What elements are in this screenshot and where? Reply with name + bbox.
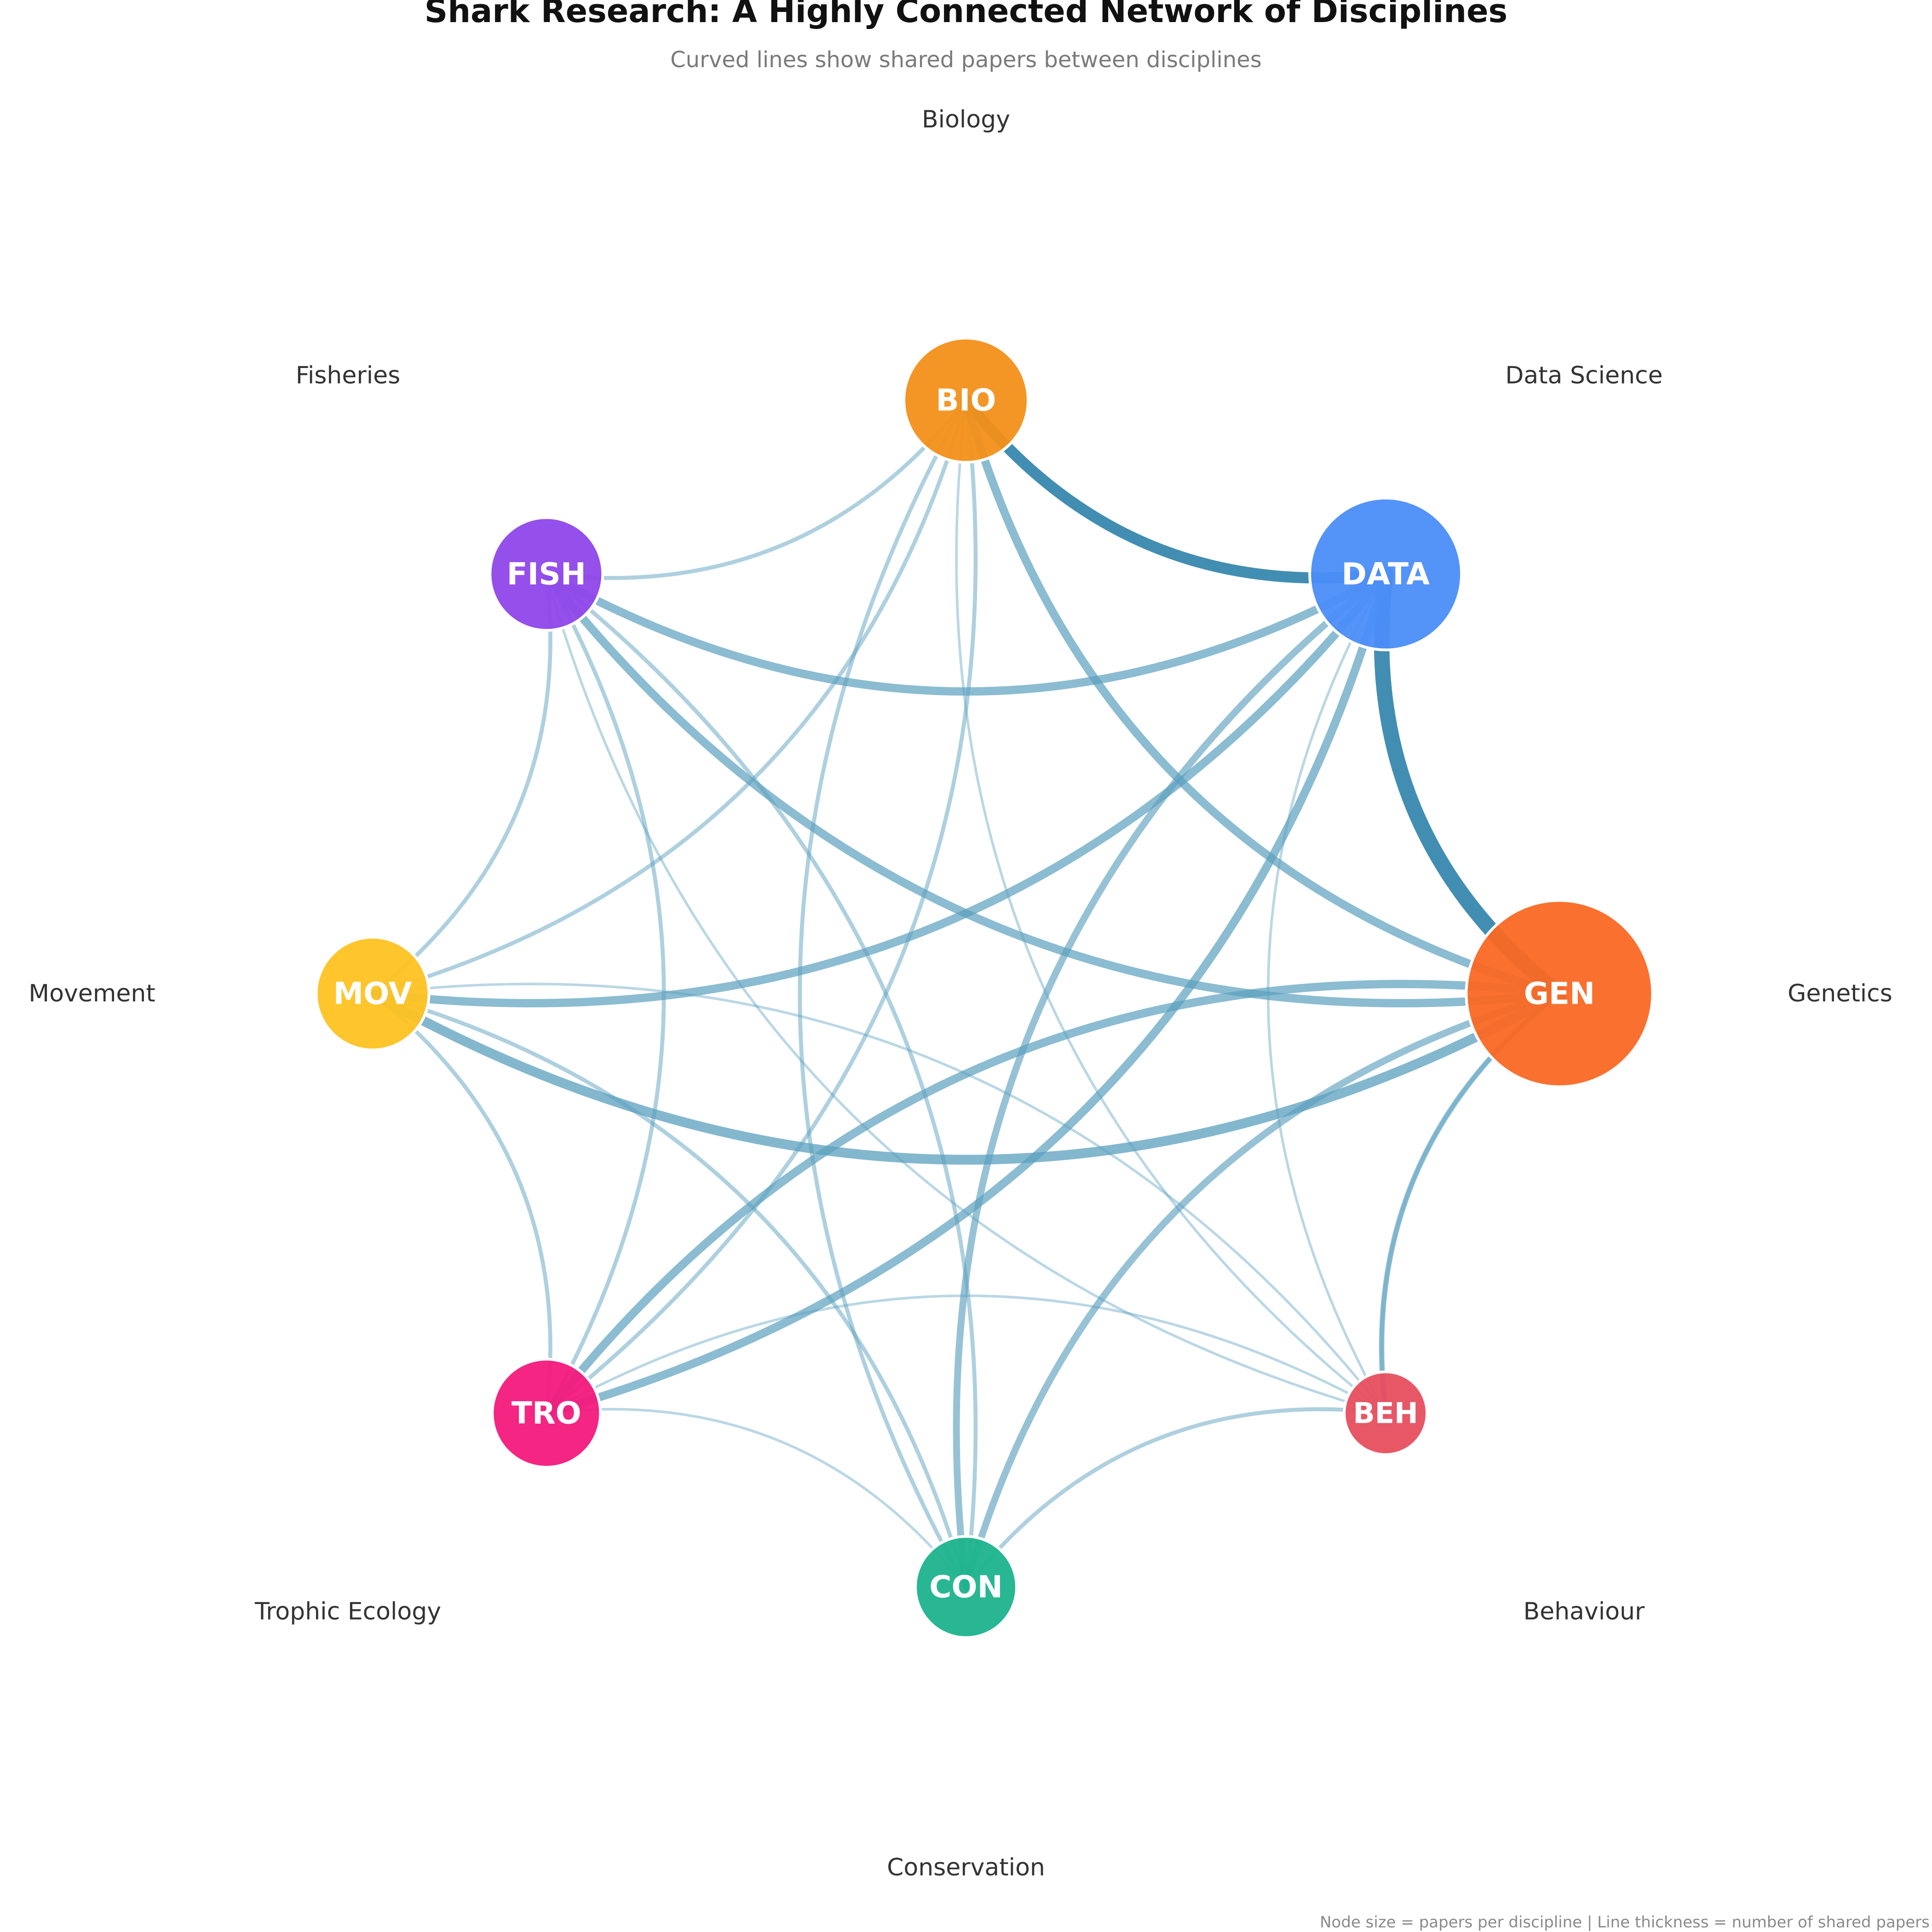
node-label-fish: FISH <box>507 556 586 592</box>
node-circle-fish <box>489 516 604 632</box>
edge-con-data <box>953 570 1389 1591</box>
node-circle-beh <box>1343 1370 1429 1456</box>
node-label-beh: BEH <box>1353 1397 1418 1430</box>
discipline-label-genetics: Genetics <box>1788 980 1892 1007</box>
edge-mov-beh <box>371 983 1387 1414</box>
node-circle-gen <box>1465 899 1654 1088</box>
edge-mov-con <box>370 991 968 1589</box>
node-label-con: CON <box>929 1570 1003 1605</box>
node-bio: BIO <box>903 337 1029 464</box>
edge-fish-con <box>544 572 978 1589</box>
edge-tro-gen <box>542 980 1564 1418</box>
discipline-label-trophic-ecology: Trophic Ecology <box>254 1598 441 1626</box>
edge-tro-con <box>545 1408 967 1588</box>
node-con: CON <box>914 1535 1018 1639</box>
edge-mov-data <box>368 569 1390 1007</box>
edge-con-beh <box>964 1407 1388 1589</box>
nodes-layer: BIO DATA GEN BEH CON TRO MOV FISH <box>315 337 1654 1639</box>
discipline-label-fisheries: Fisheries <box>296 362 401 390</box>
discipline-label-biology: Biology <box>922 106 1010 133</box>
node-label-bio: BIO <box>936 383 996 418</box>
node-circle-data <box>1308 496 1463 651</box>
edge-bio-beh <box>955 399 1387 1414</box>
discipline-label-conservation: Conservation <box>887 1854 1045 1881</box>
node-circle-mov <box>315 936 431 1052</box>
edge-data-beh <box>1267 573 1387 1414</box>
node-circle-tro <box>491 1357 602 1469</box>
node-data: DATA <box>1308 496 1463 651</box>
edge-fish-data <box>542 569 1390 696</box>
edge-fish-mov <box>370 572 552 996</box>
edge-bio-mov <box>370 398 968 996</box>
node-mov: MOV <box>315 936 431 1052</box>
discipline-label-data-science: Data Science <box>1505 362 1662 390</box>
node-beh: BEH <box>1343 1370 1429 1456</box>
node-circle-con <box>914 1535 1018 1639</box>
edge-tro-data <box>542 569 1390 1418</box>
node-label-gen: GEN <box>1524 976 1595 1012</box>
node-circle-bio <box>903 337 1029 464</box>
edge-fish-gen <box>542 569 1564 1007</box>
edge-bio-con <box>798 398 968 1589</box>
discipline-label-movement: Movement <box>29 980 155 1007</box>
edge-fish-tro <box>544 572 666 1415</box>
edge-bio-fish <box>544 398 968 580</box>
node-label-mov: MOV <box>333 976 412 1012</box>
node-fish: FISH <box>489 516 604 632</box>
edge-fish-beh <box>545 573 1387 1414</box>
edge-con-gen <box>962 990 1563 1591</box>
node-label-data: DATA <box>1341 556 1430 592</box>
edge-tro-beh <box>545 1294 1387 1414</box>
edges-layer <box>368 394 1567 1591</box>
edge-mov-gen <box>368 989 1564 1165</box>
node-label-tro: TRO <box>512 1396 581 1431</box>
chart-subtitle: Curved lines show shared papers between … <box>670 47 1262 73</box>
node-gen: GEN <box>1465 899 1654 1088</box>
chart-title: Shark Research: A Highly Connected Netwo… <box>425 0 1507 30</box>
edge-mov-tro <box>370 991 552 1415</box>
edge-bio-tro <box>544 398 978 1415</box>
footnote: Node size = papers per discipline | Line… <box>1320 1913 1930 1932</box>
discipline-label-behaviour: Behaviour <box>1524 1598 1645 1626</box>
node-tro: TRO <box>491 1357 602 1469</box>
